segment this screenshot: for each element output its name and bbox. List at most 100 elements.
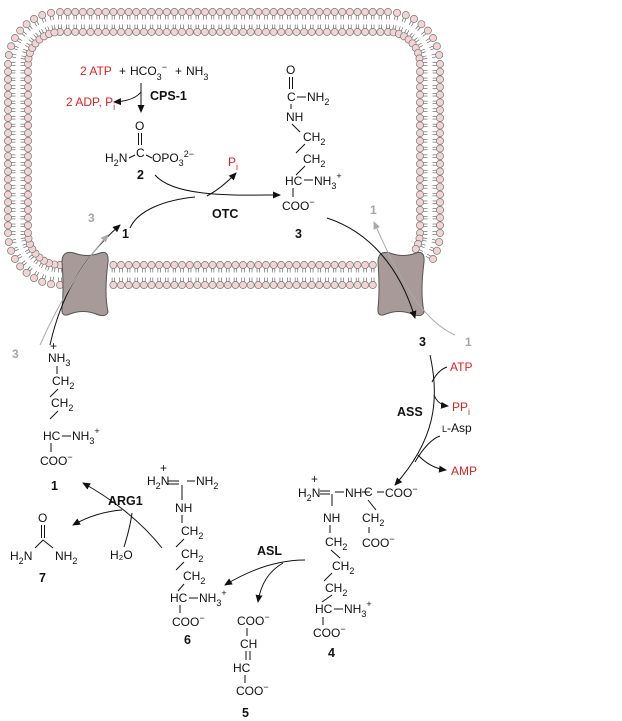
lipid-head bbox=[200, 281, 209, 289]
ass-amp-out bbox=[417, 454, 447, 473]
lipid-head bbox=[193, 281, 202, 289]
svg-text:COO−: COO− bbox=[282, 197, 315, 213]
lipid-head bbox=[4, 106, 12, 115]
lipid-head bbox=[208, 261, 217, 269]
lipid-head bbox=[416, 167, 424, 176]
lipid-head bbox=[323, 8, 331, 16]
lipid-head bbox=[24, 175, 32, 184]
enzyme-cps1: CPS-1 bbox=[150, 89, 187, 103]
lipid-head bbox=[185, 281, 194, 289]
lipid-head bbox=[300, 28, 309, 36]
svg-text:COO−: COO− bbox=[40, 452, 73, 468]
plus-sign: + bbox=[119, 64, 126, 78]
lipid-head bbox=[11, 255, 19, 263]
lipid-head bbox=[132, 281, 141, 289]
lipid-head bbox=[4, 129, 12, 138]
lipid-head bbox=[4, 60, 12, 68]
svg-text:H2N: H2N bbox=[10, 549, 32, 566]
lipid-head bbox=[109, 8, 118, 16]
lipid-head bbox=[193, 8, 202, 16]
lipid-head bbox=[361, 8, 370, 16]
svg-text:CH2: CH2 bbox=[181, 547, 203, 564]
ornithine-to-otc-curve bbox=[129, 196, 196, 229]
lipid-head bbox=[429, 34, 437, 42]
svg-text:HC: HC bbox=[285, 174, 303, 188]
lipid-head bbox=[24, 136, 32, 145]
lipid-head bbox=[436, 182, 444, 191]
citrulline-export-arrow-left bbox=[39, 234, 109, 346]
lipid-head bbox=[436, 75, 444, 84]
compound-1-label-inner: 1 bbox=[122, 227, 129, 241]
lipid-head bbox=[401, 11, 410, 20]
lipid-head bbox=[416, 206, 424, 214]
cofactor-atp: ATP bbox=[450, 360, 472, 374]
svg-text:NH2: NH2 bbox=[307, 90, 329, 107]
lipid-head bbox=[117, 8, 125, 16]
lipid-head bbox=[423, 26, 432, 35]
lipid-head bbox=[109, 281, 118, 289]
lipid-head bbox=[416, 121, 424, 130]
arg1-water-in bbox=[123, 512, 133, 548]
lipid-head bbox=[436, 121, 444, 130]
lipid-head bbox=[239, 261, 248, 269]
lipid-head bbox=[147, 28, 156, 36]
lipid-head bbox=[269, 261, 278, 269]
lipid-head bbox=[239, 8, 248, 16]
lipid-head bbox=[436, 60, 444, 68]
lipid-head bbox=[411, 245, 420, 253]
lipid-head bbox=[436, 229, 444, 237]
svg-text:CH2: CH2 bbox=[332, 559, 354, 576]
lipid-head bbox=[22, 268, 31, 277]
lipid-head bbox=[231, 261, 240, 269]
lipid-head bbox=[284, 28, 293, 36]
argininosuccinate-structure: + H2N NH C COO− CH2 COO− NH CH2 CH2 CH2 … bbox=[298, 472, 418, 640]
lipid-head bbox=[376, 8, 385, 16]
enzyme-arg1: ARG1 bbox=[108, 494, 143, 508]
lipid-head bbox=[208, 281, 217, 289]
lipid-head bbox=[4, 67, 12, 76]
svg-text:+: + bbox=[311, 472, 318, 486]
lipid-head bbox=[292, 8, 301, 16]
lipid-head bbox=[193, 261, 202, 269]
lipid-head bbox=[330, 28, 339, 36]
lipid-head bbox=[345, 261, 354, 269]
lipid-head bbox=[24, 167, 32, 176]
lipid-head bbox=[353, 8, 362, 16]
svg-text:NH3+: NH3+ bbox=[344, 599, 372, 619]
lipid-head bbox=[170, 281, 179, 289]
lipid-head bbox=[410, 15, 418, 23]
enzyme-ass: ASS bbox=[397, 405, 423, 419]
lipid-head bbox=[435, 51, 444, 59]
enzyme-asl: ASL bbox=[257, 544, 282, 558]
lipid-head bbox=[345, 28, 354, 36]
lipid-head bbox=[24, 90, 32, 99]
lipid-head bbox=[162, 8, 171, 16]
lipid-head bbox=[4, 221, 12, 230]
lipid-head bbox=[24, 190, 32, 199]
lipid-head bbox=[193, 28, 202, 36]
lipid-head bbox=[208, 28, 217, 36]
lipid-head bbox=[269, 8, 278, 16]
cofactor-2adp-pi: 2 ADP, Pi bbox=[66, 95, 115, 112]
lipid-head bbox=[132, 28, 141, 36]
svg-text:COO−: COO− bbox=[385, 484, 418, 500]
lipid-head bbox=[223, 261, 232, 269]
lipid-head bbox=[117, 281, 125, 289]
lipid-head bbox=[315, 28, 324, 36]
lipid-head bbox=[436, 113, 444, 122]
lipid-head bbox=[436, 152, 444, 161]
lipid-head bbox=[435, 238, 444, 246]
lipid-head bbox=[24, 113, 32, 122]
lipid-head bbox=[124, 281, 133, 289]
lipid-head bbox=[416, 213, 424, 222]
lipid-head bbox=[24, 213, 32, 222]
svg-text:NH3+: NH3+ bbox=[314, 171, 342, 191]
lipid-head bbox=[262, 28, 270, 36]
lipid-head bbox=[30, 274, 38, 282]
lipid-head bbox=[416, 175, 424, 184]
compound-3-label-inner: 3 bbox=[295, 227, 302, 241]
lipid-head bbox=[24, 221, 32, 230]
lipid-head bbox=[436, 98, 444, 107]
lipid-head bbox=[277, 28, 286, 36]
lipid-head bbox=[436, 206, 444, 214]
